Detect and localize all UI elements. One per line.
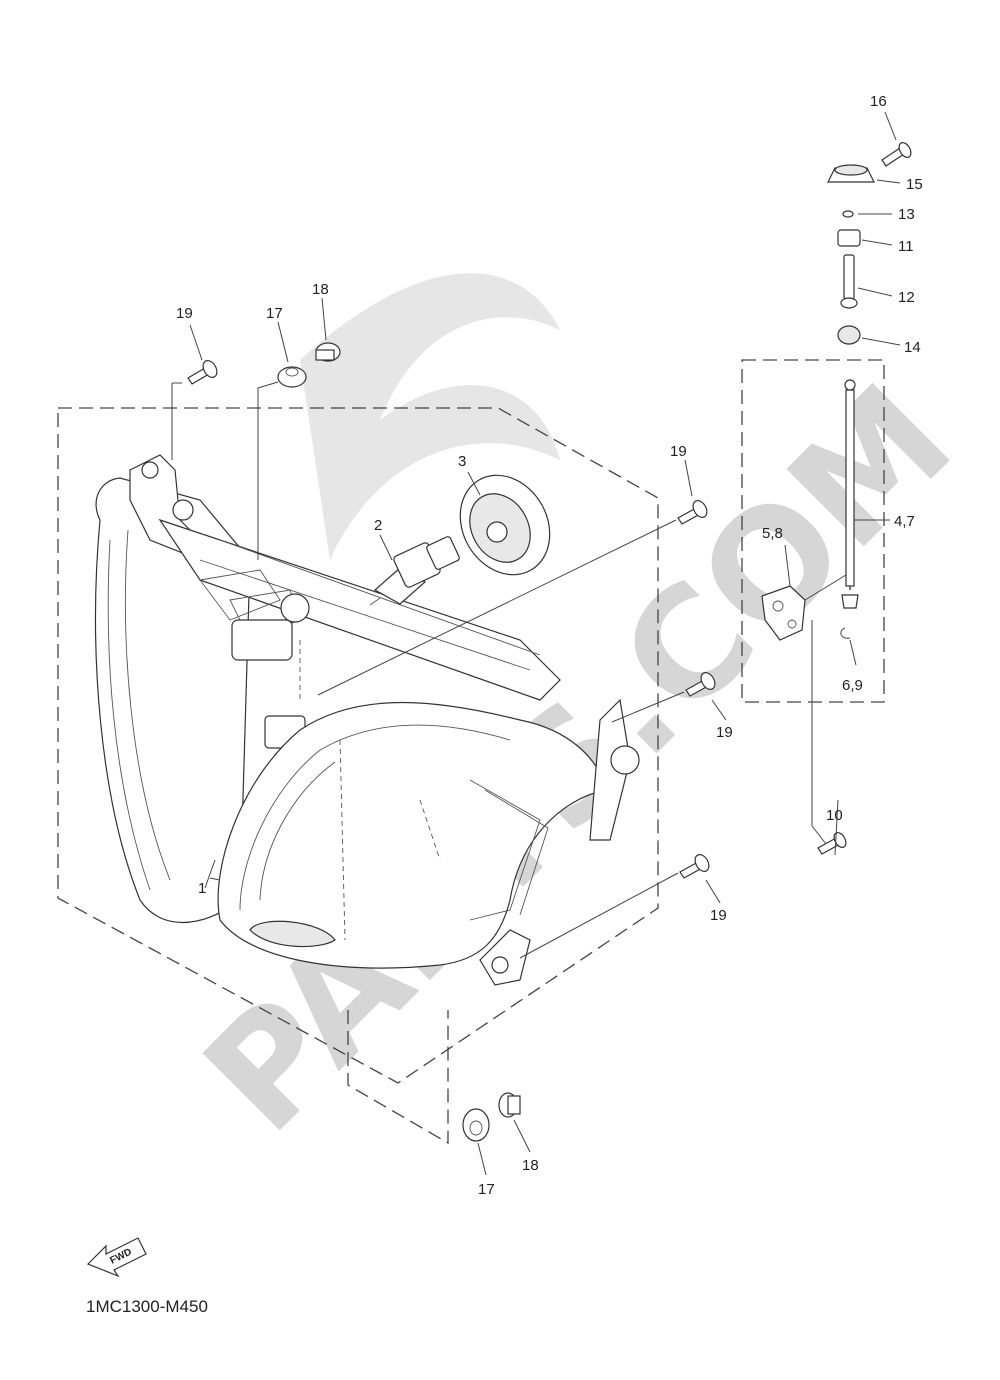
assembly-outline-4-7 (741, 359, 885, 703)
grommet-17-bottom (462, 1108, 490, 1142)
label-13: 13 (898, 206, 915, 223)
screw-19-right-upper (677, 500, 708, 525)
screw-19-right-lower (679, 854, 710, 879)
drawing-code: 1MC1300-M450 (86, 1297, 208, 1316)
label-12: 12 (898, 289, 915, 306)
headlight-assembly (94, 454, 640, 986)
screw-19-top-left (187, 360, 218, 385)
label-14: 14 (904, 339, 921, 356)
label-16: 16 (870, 93, 887, 110)
label-10: 10 (826, 807, 843, 824)
label-19-right-middle: 19 (716, 724, 733, 741)
grommet-17-top (277, 366, 307, 388)
screw-19-right-middle (685, 672, 716, 697)
collar-18-top (315, 342, 341, 362)
label-19-right-lower: 19 (710, 907, 727, 924)
label-1: 1 (198, 880, 206, 897)
part-labels: 1 2 3 4,7 5,8 6,9 10 11 12 13 14 15 16 1… (176, 93, 923, 1198)
label-17-top: 17 (266, 305, 283, 322)
fwd-arrow-icon: FWD (86, 1237, 147, 1278)
label-2: 2 (374, 517, 382, 534)
label-4-7: 4,7 (894, 513, 915, 530)
label-6-9: 6,9 (842, 677, 863, 694)
label-19-right-upper: 19 (670, 443, 687, 460)
socket-cover (459, 474, 551, 576)
leader-lines (171, 111, 901, 1176)
label-19-top-left: 19 (176, 305, 193, 322)
collar-18-bottom (498, 1092, 521, 1118)
bulb (369, 536, 460, 606)
label-18-bottom: 18 (522, 1157, 539, 1174)
label-3: 3 (458, 453, 466, 470)
label-18-top: 18 (312, 281, 329, 298)
label-17-bottom: 17 (478, 1181, 495, 1198)
label-11: 11 (898, 238, 914, 255)
label-5-8: 5,8 (762, 525, 783, 542)
label-15: 15 (906, 176, 923, 193)
lower-mount-outline (347, 1010, 449, 1145)
assembly-outline-1 (57, 407, 659, 1084)
